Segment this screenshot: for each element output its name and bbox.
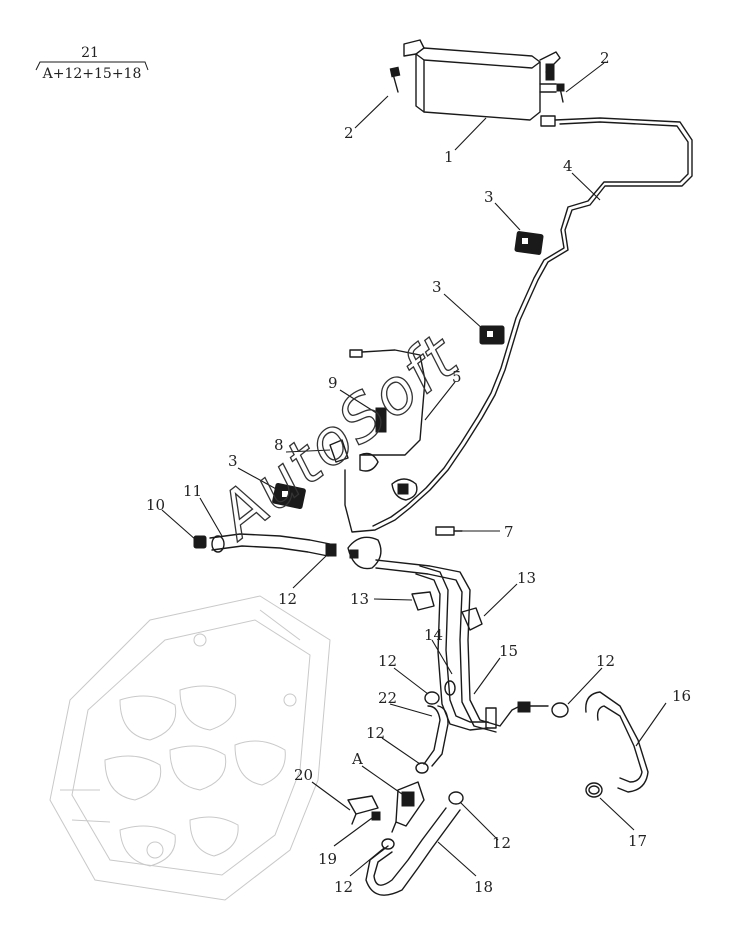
callout-4: 4	[563, 157, 573, 175]
callout-22: 22	[378, 689, 397, 707]
callout-19: 19	[318, 850, 337, 868]
callout-7: 7	[504, 523, 514, 541]
sensor-harness	[349, 349, 426, 456]
purge-valve	[391, 478, 418, 501]
callout-17: 17	[628, 832, 647, 850]
hose-18	[365, 807, 461, 896]
charcoal-canister	[403, 39, 561, 121]
callout-20: 20	[294, 766, 313, 784]
callout-10: 10	[146, 496, 165, 514]
callout-5: 5	[452, 368, 462, 386]
callouts: 1 2 2 3 3 3 4 5 7 8 9 10 11 12 13 13 14 …	[146, 49, 691, 896]
clip-a	[514, 231, 544, 255]
callout-18: 18	[474, 878, 493, 896]
bracket-20	[347, 795, 379, 825]
fitting	[435, 526, 463, 536]
callout-14: 14	[424, 626, 443, 644]
connector	[329, 439, 379, 472]
callout-1: 1	[444, 148, 454, 166]
callout-12-e: 12	[492, 834, 511, 852]
clamp-17	[585, 782, 603, 798]
callout-A: A	[351, 750, 363, 768]
callout-2-right: 2	[600, 49, 610, 67]
pipe-clip-b	[461, 607, 483, 631]
bolt-left	[389, 66, 401, 93]
inlet-hose	[193, 533, 337, 557]
callout-12-b: 12	[378, 652, 397, 670]
bolt-right	[556, 83, 565, 103]
callout-12-a: 12	[278, 590, 297, 608]
callout-9: 9	[328, 374, 338, 392]
callout-12-d: 12	[334, 878, 353, 896]
purge-body	[347, 536, 382, 570]
hose-16	[585, 691, 649, 793]
callout-3-upper: 3	[484, 188, 494, 206]
callout-2-left: 2	[344, 124, 354, 142]
callout-11: 11	[183, 482, 202, 500]
hose-clamps	[381, 691, 569, 850]
callout-16: 16	[672, 687, 691, 705]
bolt-19	[371, 811, 381, 821]
callout-3-middle: 3	[432, 278, 442, 296]
clip-c	[272, 482, 306, 510]
assembly-number: 21	[81, 45, 99, 61]
pipe-clip-a	[411, 591, 435, 611]
assembly-formula: 21 A+12+15+18	[35, 45, 149, 82]
callout-3-lower: 3	[228, 452, 238, 470]
hose-22	[423, 705, 449, 767]
clip-b	[479, 325, 505, 345]
twin-pipes	[375, 559, 549, 733]
callout-12-c: 12	[366, 724, 385, 742]
bracket	[375, 407, 387, 433]
callout-12-f: 12	[596, 652, 615, 670]
callout-13-right: 13	[517, 569, 536, 587]
callout-13-left: 13	[350, 590, 369, 608]
assembly-formula-text: A+12+15+18	[42, 66, 142, 82]
leader-lines	[161, 62, 667, 877]
callout-15: 15	[499, 642, 518, 660]
valve-assembly	[391, 781, 425, 833]
vapor-line	[344, 115, 693, 533]
callout-8: 8	[274, 436, 284, 454]
engine-block-ghost	[49, 595, 331, 901]
watermark: AutoSoft	[201, 319, 473, 554]
